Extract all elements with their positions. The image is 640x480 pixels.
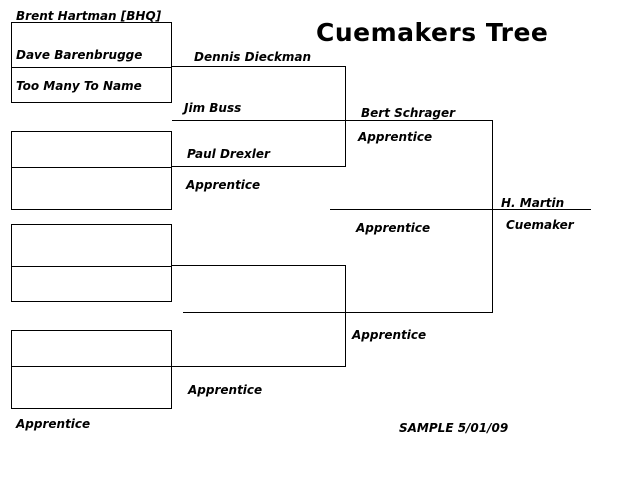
bracket-line — [493, 209, 591, 210]
label-apprentice: Apprentice — [356, 221, 431, 235]
label-h-martin: H. Martin — [501, 196, 565, 210]
label-apprentice: Apprentice — [352, 328, 427, 342]
label-apprentice: Apprentice — [358, 130, 433, 144]
bracket-line — [345, 66, 346, 120]
label-brent-hartman: Brent Hartman [BHQ] — [16, 9, 162, 23]
label-too-many-to-name: Too Many To Name — [16, 79, 142, 93]
bracket-line — [345, 312, 346, 367]
bracket-line — [172, 120, 346, 121]
bracket-line — [172, 366, 346, 367]
bracket-line — [346, 120, 493, 121]
bracket-line — [172, 265, 346, 266]
label-dave-barenbrugge: Dave Barenbrugge — [16, 48, 143, 62]
label-apprentice: Apprentice — [186, 178, 261, 192]
bracket-line — [330, 209, 493, 210]
bracket-line — [183, 312, 346, 313]
bracket-line — [172, 66, 346, 67]
label-dennis-dieckman: Dennis Dieckman — [194, 50, 312, 64]
slot-box-8 — [11, 366, 172, 409]
slot-box-2 — [11, 67, 172, 103]
bracket-line — [346, 312, 493, 313]
label-bert-schrager: Bert Schrager — [361, 106, 456, 120]
slot-box-6 — [11, 266, 172, 302]
bracket-line — [345, 265, 346, 313]
bracket-line — [345, 120, 346, 167]
label-paul-drexler: Paul Drexler — [187, 147, 270, 161]
bracket-line — [172, 166, 346, 167]
label-apprentice: Apprentice — [188, 383, 263, 397]
label-jim-buss: Jim Buss — [184, 101, 242, 115]
label-cuemaker: Cuemaker — [506, 218, 574, 232]
slot-box-3 — [11, 131, 172, 168]
label-sample-date: SAMPLE 5/01/09 — [399, 421, 509, 435]
slot-box-7 — [11, 330, 172, 367]
bracket-line — [492, 120, 493, 313]
label-apprentice: Apprentice — [16, 417, 91, 431]
slot-box-4 — [11, 167, 172, 210]
page-title: Cuemakers Tree — [316, 18, 549, 47]
slot-box-5 — [11, 224, 172, 267]
